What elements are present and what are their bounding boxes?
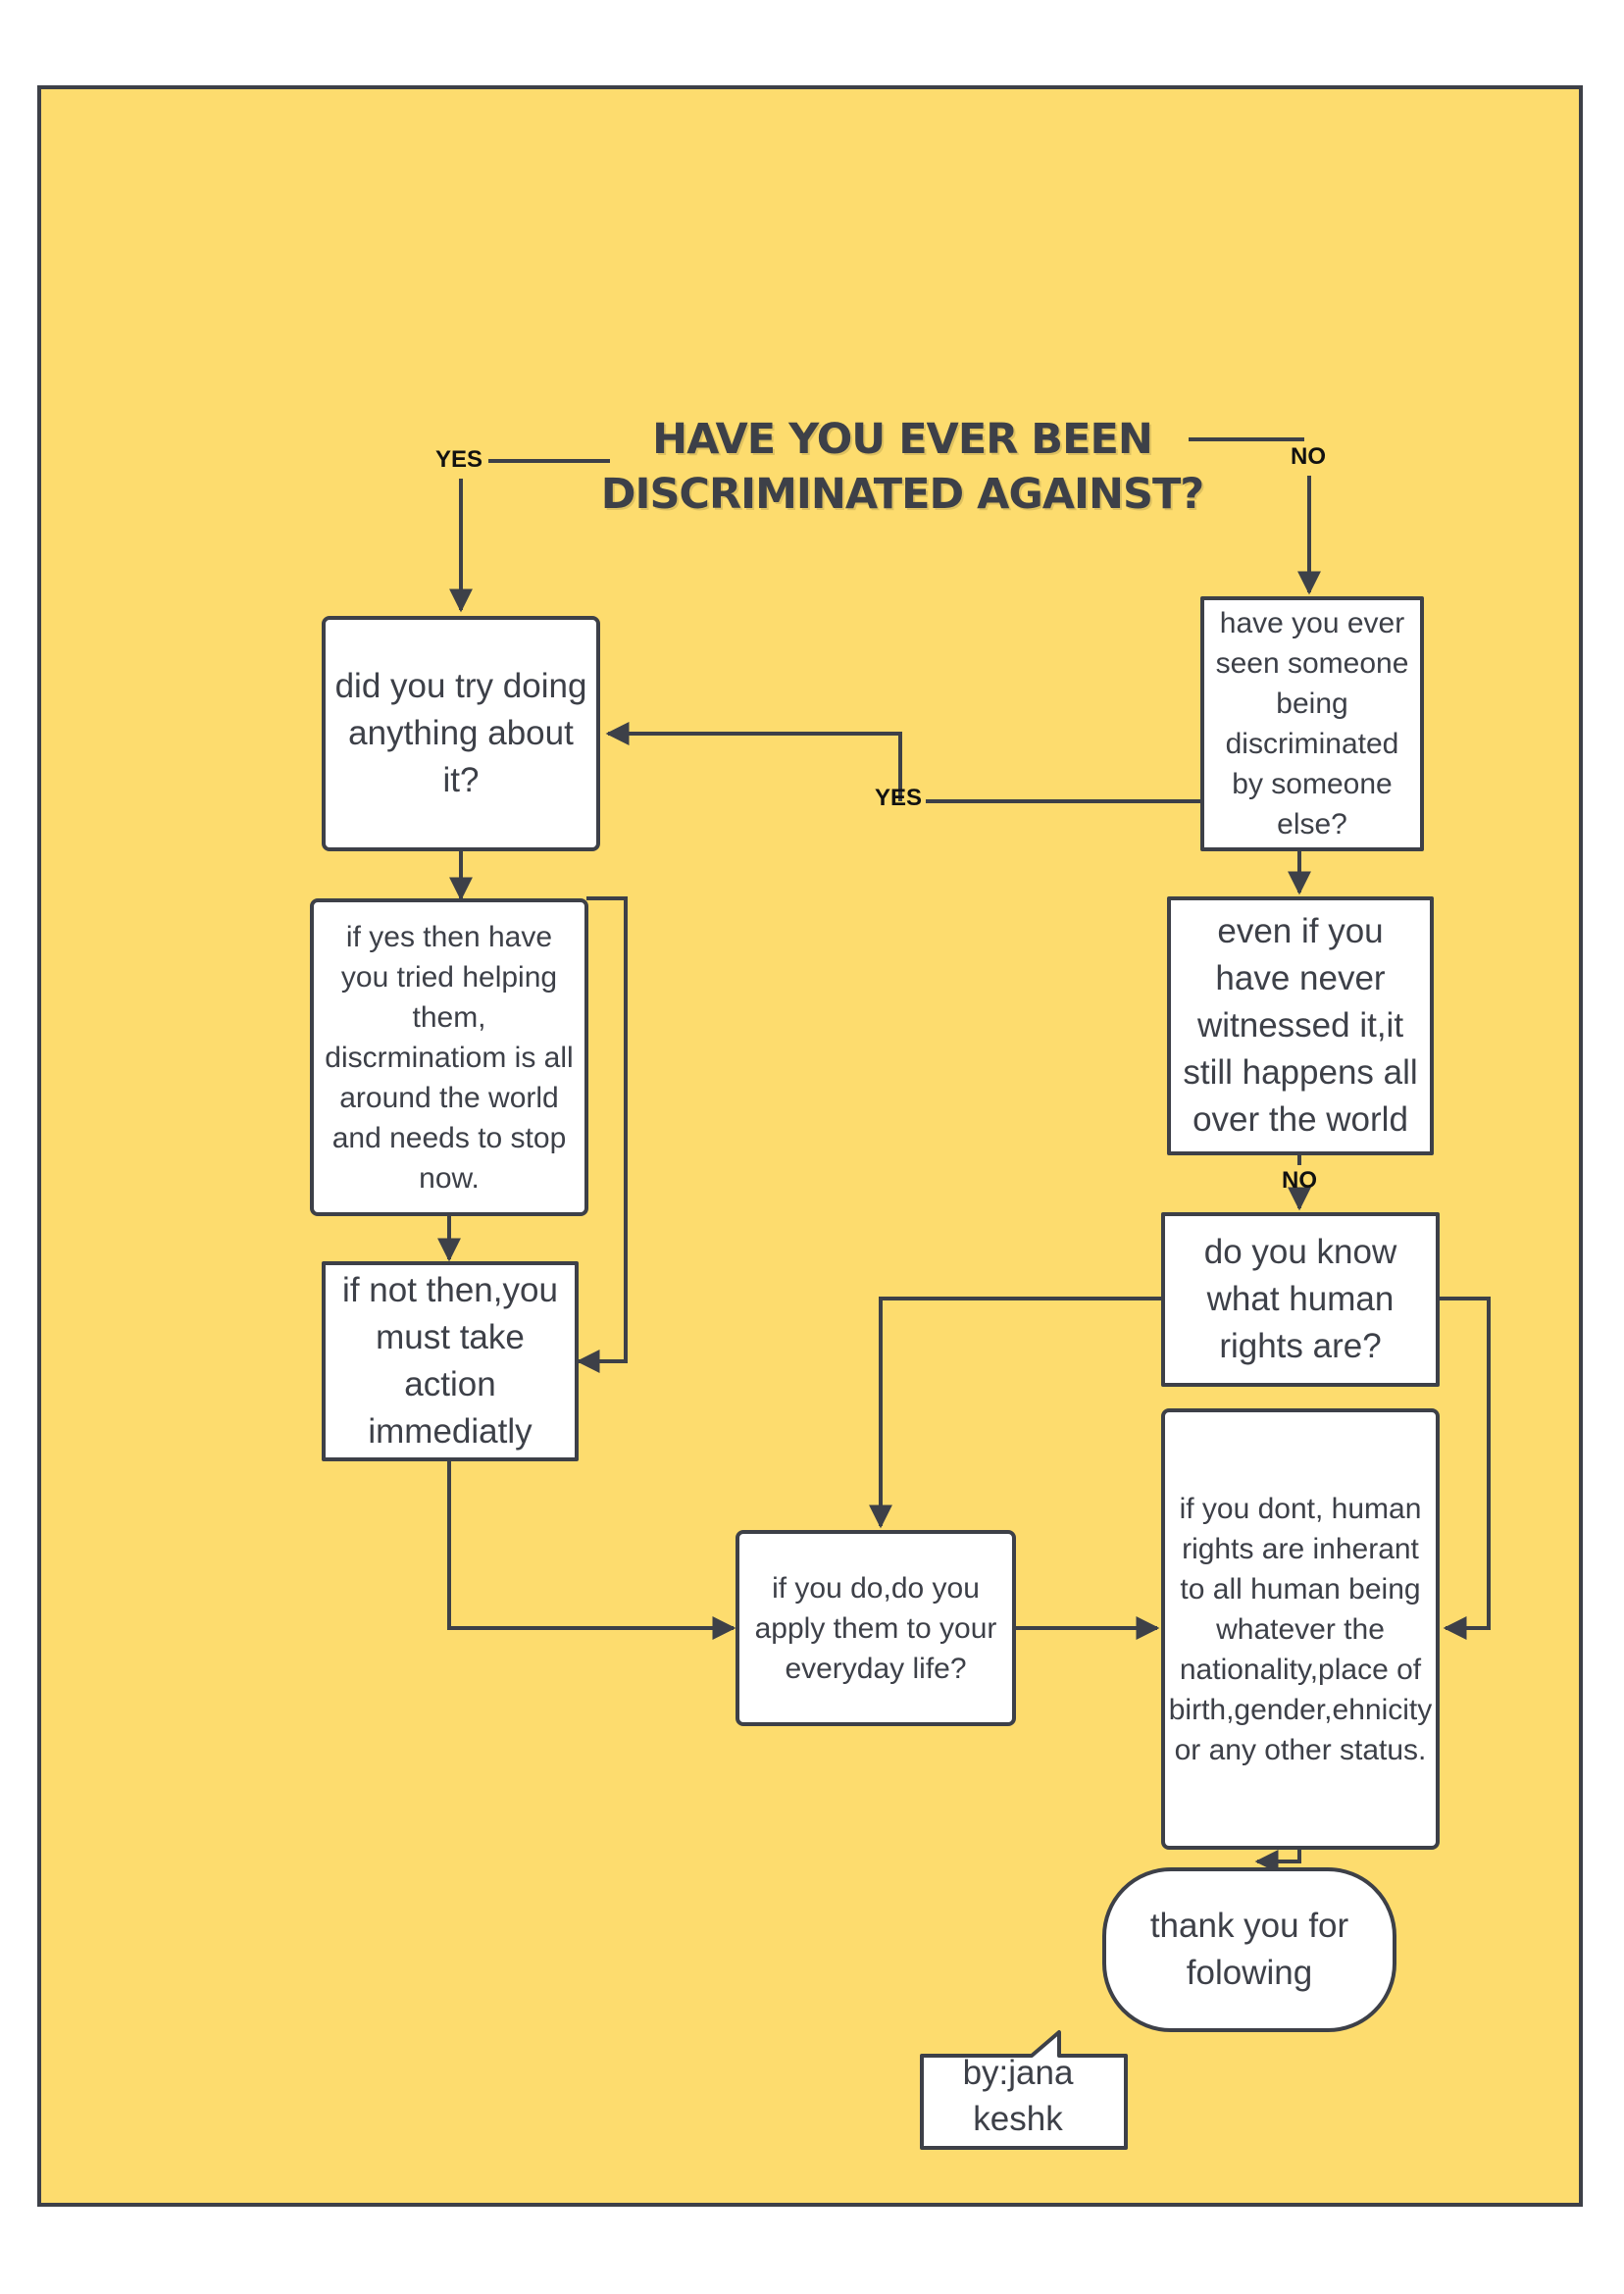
node-if-yes-helping: if yes then have you tried helping them,…: [310, 898, 588, 1216]
node-thank-you: thank you for folowing: [1102, 1867, 1396, 2032]
node-if-you-do-text: if you do,do you apply them to your ever…: [754, 1571, 997, 1685]
edge-label-no-middle: NO: [1282, 1167, 1317, 1194]
edge-if-you-dont-to-thank-you: [1254, 1848, 1301, 1873]
edge-label-yes-middle: YES: [875, 785, 923, 811]
node-if-you-do: if you do,do you apply them to your ever…: [736, 1530, 1016, 1726]
author-note: by:jana keshk: [962, 2054, 1074, 2138]
node-did-you-try-text: did you try doing anything about it?: [334, 667, 587, 799]
node-even-if-never-text: even if you have never witnessed it,it s…: [1183, 912, 1418, 1139]
node-know-human-rights: do you know what human rights are?: [1161, 1212, 1440, 1387]
node-seen-someone-text: have you ever seen someone being discrim…: [1215, 607, 1409, 841]
node-if-yes-helping-text: if yes then have you tried helping them,…: [325, 920, 574, 1195]
node-seen-someone: have you ever seen someone being discrim…: [1200, 596, 1424, 851]
author-tag-shape: [920, 2030, 1128, 2150]
node-even-if-never: even if you have never witnessed it,it s…: [1167, 896, 1434, 1155]
edge-if-not-to-if-you-do: [447, 1459, 736, 1640]
edge-label-no-top: NO: [1291, 443, 1326, 470]
edge-if-yes-bracket: [576, 896, 628, 1373]
edge-know-to-if-you-do: [869, 1297, 1161, 1529]
node-did-you-try: did you try doing anything about it?: [322, 616, 600, 851]
node-know-human-rights-text: do you know what human rights are?: [1203, 1233, 1397, 1365]
edge-yes-to-did-you-try-side: [605, 722, 902, 801]
node-if-not-action: if not then,you must take action immedia…: [322, 1261, 579, 1461]
node-if-you-dont: if you dont, human rights are inherant t…: [1161, 1408, 1440, 1850]
node-if-you-dont-text: if you dont, human rights are inherant t…: [1168, 1492, 1433, 1766]
flowchart-title: HAVE YOU EVER BEEN DISCRIMINATED AGAINST…: [600, 415, 1205, 519]
edge-know-to-if-you-dont: [1438, 1297, 1491, 1640]
node-if-not-action-text: if not then,you must take action immedia…: [342, 1271, 558, 1451]
edge-label-yes-top: YES: [435, 446, 483, 473]
node-thank-you-text: thank you for folowing: [1149, 1907, 1349, 1992]
